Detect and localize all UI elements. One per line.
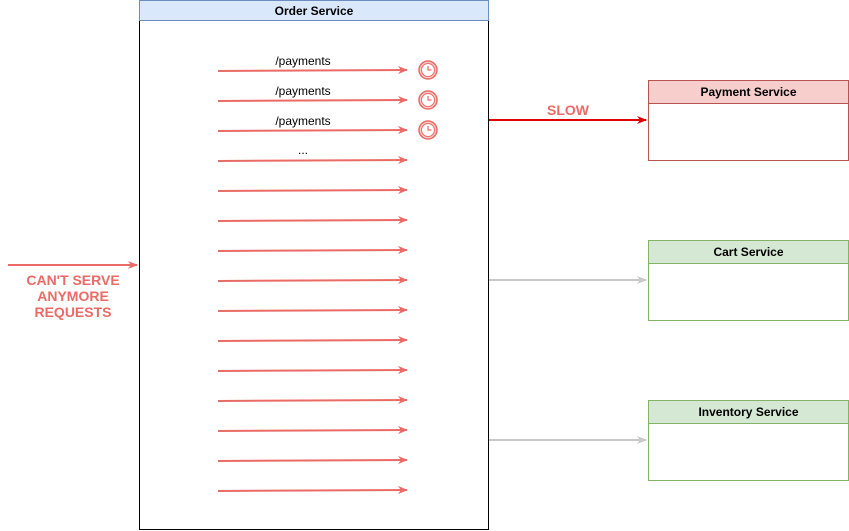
inventory-service-box: Inventory Service	[648, 400, 849, 481]
request-label-2: /payments	[275, 84, 331, 98]
payment-service-title: Payment Service	[649, 81, 848, 104]
cart-service-title: Cart Service	[649, 241, 848, 264]
request-label-3: /payments	[275, 114, 331, 128]
cart-service-box: Cart Service	[648, 240, 849, 321]
cant-serve-label: CAN'T SERVE ANYMORE REQUESTS	[26, 272, 120, 320]
request-label-ellipsis: ...	[297, 143, 308, 157]
order-service-box: Order Service	[139, 0, 489, 530]
inventory-service-title: Inventory Service	[649, 401, 848, 424]
slow-label: SLOW	[547, 102, 589, 118]
order-service-title: Order Service	[139, 0, 489, 21]
payment-service-box: Payment Service	[648, 80, 849, 161]
request-label-1: /payments	[275, 54, 331, 68]
